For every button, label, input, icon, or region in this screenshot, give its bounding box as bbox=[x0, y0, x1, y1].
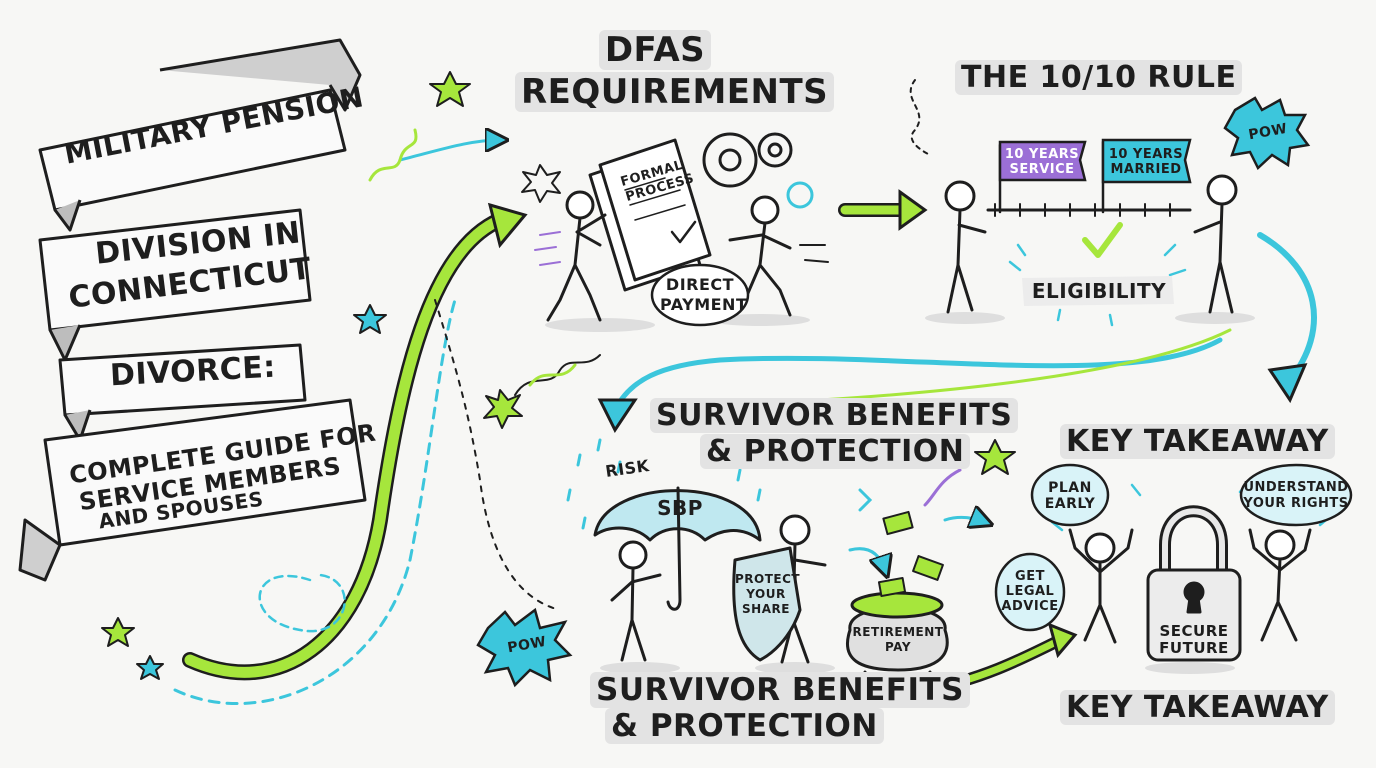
understand-bubble bbox=[1239, 463, 1353, 527]
eligibility-box bbox=[1022, 276, 1174, 306]
lock-label-2: FUTURE bbox=[1159, 639, 1229, 657]
pot-label-2: PAY bbox=[884, 640, 912, 654]
understand-label-2: YOUR RIGHTS bbox=[1243, 496, 1349, 511]
direct-payment-label-1: DIRECT bbox=[665, 275, 735, 294]
takeaway-footer: KEY TAKEAWAY bbox=[1060, 690, 1335, 726]
umbrella-label: SBP bbox=[657, 496, 703, 520]
direct-payment-bubble bbox=[650, 263, 750, 327]
flag-married bbox=[1101, 138, 1192, 184]
legal-advice-label-1: GET bbox=[1015, 569, 1045, 584]
shield-label-3: SHARE bbox=[742, 602, 790, 616]
survivor-illustration bbox=[566, 438, 949, 687]
survivor-heading-line-2: & PROTECTION bbox=[700, 434, 971, 470]
flag-married-line-1: 10 YEARS bbox=[1108, 147, 1184, 162]
flag-service-line-2: SERVICE bbox=[1009, 162, 1075, 177]
squiggles bbox=[368, 79, 985, 522]
decorative-stars bbox=[101, 71, 1016, 680]
survivor-heading-line-1: SURVIVOR BENEFITS bbox=[650, 398, 1019, 434]
plan-early-label-1: PLAN bbox=[1048, 480, 1092, 496]
plan-early-bubble bbox=[1030, 463, 1110, 527]
rule-heading: THE 10/10 RULE bbox=[955, 60, 1243, 96]
dfas-illustration bbox=[534, 132, 829, 332]
takeaway-illustration bbox=[1050, 480, 1334, 674]
survivor-footer-line-1: SURVIVOR BENEFITS bbox=[590, 672, 970, 708]
pow-burst-top bbox=[1223, 96, 1311, 171]
pow-burst-bottom bbox=[476, 607, 573, 688]
plan-early-label-2: EARLY bbox=[1044, 496, 1096, 512]
flag-married-line-2: MARRIED bbox=[1110, 162, 1182, 177]
dfas-heading-line-1: DFAS bbox=[590, 30, 720, 70]
flag-service bbox=[998, 140, 1087, 182]
title-ribbon bbox=[18, 38, 367, 582]
legal-advice-bubble bbox=[994, 552, 1066, 632]
understand-label-1: UNDERSTAND bbox=[1243, 480, 1349, 495]
eligibility-label: ELIGIBILITY bbox=[1031, 279, 1167, 303]
shield-label-2: YOUR bbox=[746, 587, 786, 601]
flag-service-line-1: 10 YEARS bbox=[1004, 147, 1080, 162]
survivor-footer-line-2: & PROTECTION bbox=[605, 708, 884, 744]
shield-label-1: PROTECT bbox=[735, 572, 801, 586]
lock-label-1: SECURE bbox=[1159, 622, 1229, 640]
rule-illustration bbox=[925, 140, 1255, 327]
legal-advice-label-3: ADVICE bbox=[1001, 599, 1059, 614]
takeaway-heading: KEY TAKEAWAY bbox=[1060, 424, 1335, 460]
dfas-heading-line-2: REQUIREMENTS bbox=[515, 72, 835, 112]
direct-payment-label-2: PAYMENT bbox=[660, 295, 748, 314]
legal-advice-label-2: LEGAL bbox=[1005, 584, 1055, 599]
pot-label-1: RETIREMENT bbox=[852, 625, 944, 639]
